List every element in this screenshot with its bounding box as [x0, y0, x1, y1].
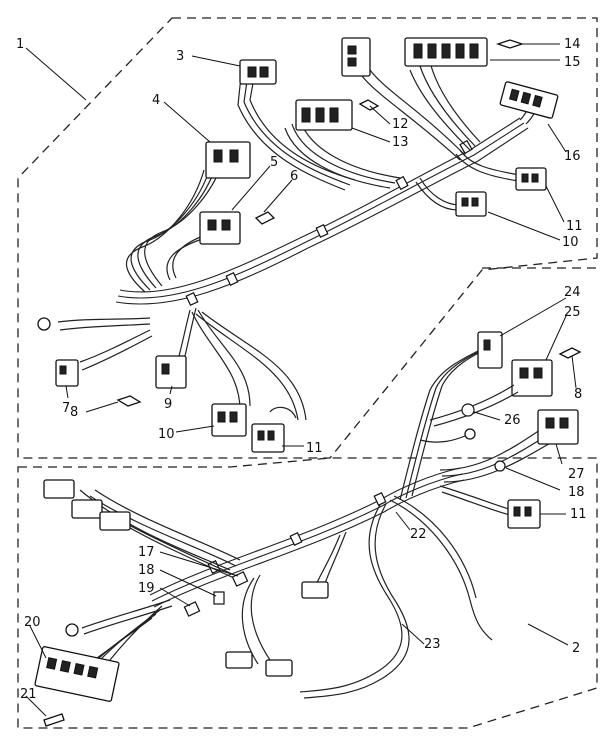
callout-6: 6: [290, 169, 298, 184]
callout-18-lower: 18: [138, 563, 155, 578]
connector-lower-a: [43, 479, 75, 499]
lower-harness: [34, 331, 582, 727]
callout-12: 12: [392, 117, 409, 132]
connector-25: [511, 359, 553, 397]
callout-20: 20: [24, 615, 41, 630]
callout-26: 26: [504, 413, 521, 428]
terminal-8-upper: [116, 395, 142, 407]
connector-left-top: [341, 37, 371, 77]
lower-main-trunk: [149, 467, 465, 608]
clip-18-lower: [213, 591, 225, 605]
callout-13: 13: [392, 135, 409, 150]
callout-24: 24: [564, 285, 581, 300]
callout-8-upper: 8: [70, 405, 78, 420]
callout-22: 22: [410, 527, 427, 542]
callout-14: 14: [564, 37, 581, 52]
connector-lower-b: [71, 499, 103, 519]
callout-16: 16: [564, 149, 581, 164]
lower-trunk-bands: [207, 491, 387, 575]
wire-23: [299, 504, 403, 693]
connector-9: [155, 355, 187, 389]
screw-21: [43, 713, 65, 727]
callout-5: 5: [270, 155, 278, 170]
connector-lower-c: [99, 511, 131, 531]
upper-harness: [37, 37, 559, 453]
callout-9: 9: [164, 397, 172, 412]
clip-18-right: [494, 460, 506, 472]
terminal-12: [358, 99, 380, 111]
connector-27: [537, 409, 579, 445]
connector-7: [55, 359, 79, 387]
callout-1: 1: [16, 37, 24, 52]
ring-terminal-right: [464, 428, 476, 440]
connector-4: [205, 141, 251, 179]
callout-11-lower: 11: [570, 507, 587, 522]
upper-trunk-bands: [185, 139, 473, 307]
callout-11-upper: 11: [566, 219, 583, 234]
connector-10-lower: [211, 403, 247, 437]
connector-11-lower: [507, 499, 541, 529]
ring-terminal-lower: [65, 623, 79, 637]
wire-22: [389, 499, 493, 641]
connector-5: [199, 211, 241, 245]
callout-23: 23: [424, 637, 441, 652]
terminal-14: [495, 39, 525, 49]
callout-18-right: 18: [568, 485, 585, 500]
connector-11-upper: [515, 167, 547, 191]
connector-lower-f: [301, 581, 329, 599]
connector-3: [239, 59, 277, 85]
upper-main-trunk: [115, 117, 529, 305]
connector-10-upper: [455, 191, 487, 217]
connector-lower-e: [265, 659, 293, 677]
lower-harness-outline: [17, 457, 598, 729]
callout-25: 25: [564, 305, 581, 320]
callout-15: 15: [564, 55, 581, 70]
callout-19: 19: [138, 581, 155, 596]
callout-10-upper: 10: [562, 235, 579, 250]
leader-lines: [25, 43, 577, 717]
ring-terminal-upper: [37, 317, 51, 331]
upper-harness-outline: [17, 17, 598, 459]
callout-8-lower: 8: [574, 387, 582, 402]
callout-11-upper-lower: 11: [306, 441, 323, 456]
callout-4: 4: [152, 93, 160, 108]
callout-2: 2: [572, 641, 580, 656]
callout-27: 27: [568, 467, 585, 482]
callout-7: 7: [62, 401, 70, 416]
clip-26: [461, 403, 475, 417]
callout-labels: 1 2 3 4 5 6 7 8 9 10 11 12 13 14 15 16 1…: [16, 37, 587, 702]
callout-17: 17: [138, 545, 155, 560]
connector-lower-d: [225, 651, 253, 669]
terminal-8-lower: [558, 347, 582, 359]
callout-21: 21: [20, 687, 37, 702]
clip-17: [231, 571, 249, 587]
callout-3: 3: [176, 49, 184, 64]
terminal-6: [254, 211, 276, 225]
callout-10-lower: 10: [158, 427, 175, 442]
